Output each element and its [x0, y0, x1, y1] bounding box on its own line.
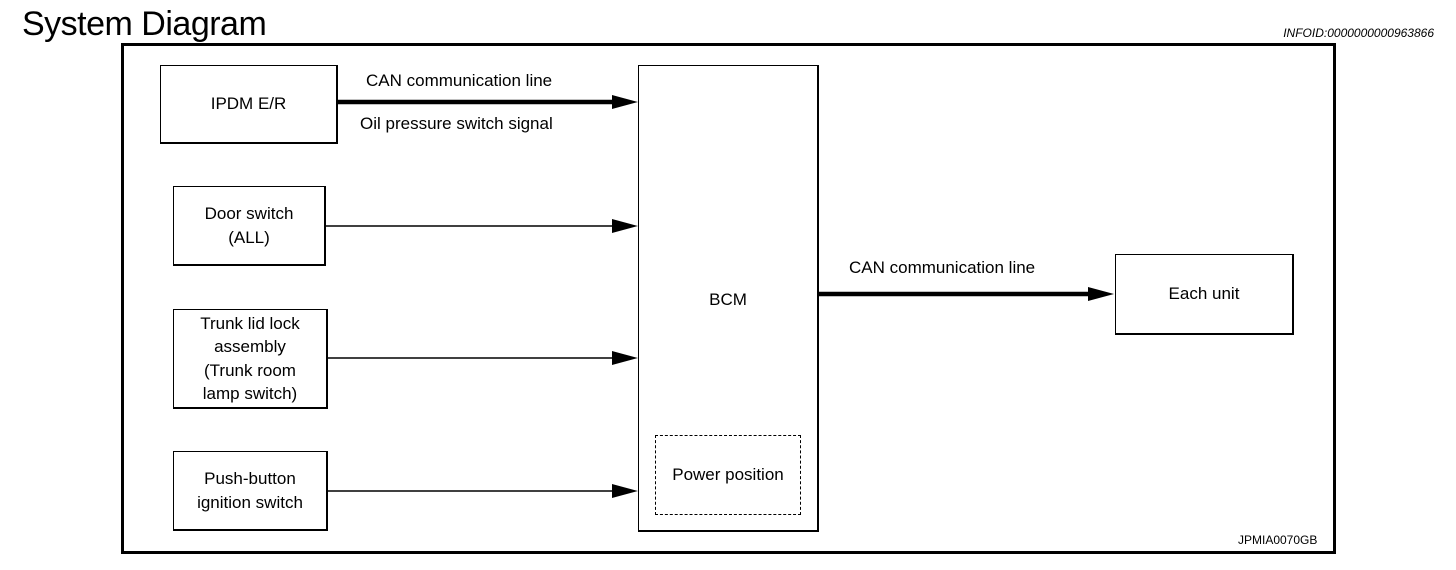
page-title: System Diagram: [22, 5, 267, 43]
bcm-label: BCM: [709, 290, 747, 309]
push-button-ignition-label: Push-button ignition switch: [197, 469, 303, 512]
door-switch-label: Door switch (ALL): [204, 204, 294, 247]
power-position-block: Power position: [655, 435, 801, 515]
door-switch-box: Door switch (ALL): [173, 186, 326, 266]
output-can-line-label: CAN communication line: [849, 258, 1036, 277]
push-button-ignition-box: Push-button ignition switch: [173, 451, 328, 531]
bcm-box: BCM: [638, 65, 819, 532]
trunk-lid-connector-arrowhead: [612, 351, 638, 365]
trunk-lid-lock-box: Trunk lid lock assembly (Trunk room lamp…: [173, 309, 328, 409]
ipdm-er-box: IPDM E/R: [160, 65, 338, 144]
each-unit-connector-arrowhead: [1088, 287, 1114, 301]
ipdm-connector-arrowhead: [612, 95, 638, 109]
door-switch-connector-arrowhead: [612, 219, 638, 233]
info-id: INFOID:0000000000963866: [1283, 26, 1434, 40]
power-position-label: Power position: [672, 465, 784, 484]
figure-id: JPMIA0070GB: [1238, 533, 1318, 547]
each-unit-label: Each unit: [1168, 284, 1240, 304]
each-unit-box: Each unit: [1115, 254, 1294, 335]
ignition-connector-arrowhead: [612, 484, 638, 498]
trunk-lid-lock-label: Trunk lid lock assembly (Trunk room lamp…: [200, 313, 300, 404]
ipdm-can-line-label: CAN communication line: [366, 71, 553, 90]
ipdm-er-label: IPDM E/R: [210, 94, 287, 114]
ipdm-oil-pressure-label: Oil pressure switch signal: [360, 114, 553, 133]
diagram-frame: [121, 43, 1336, 554]
